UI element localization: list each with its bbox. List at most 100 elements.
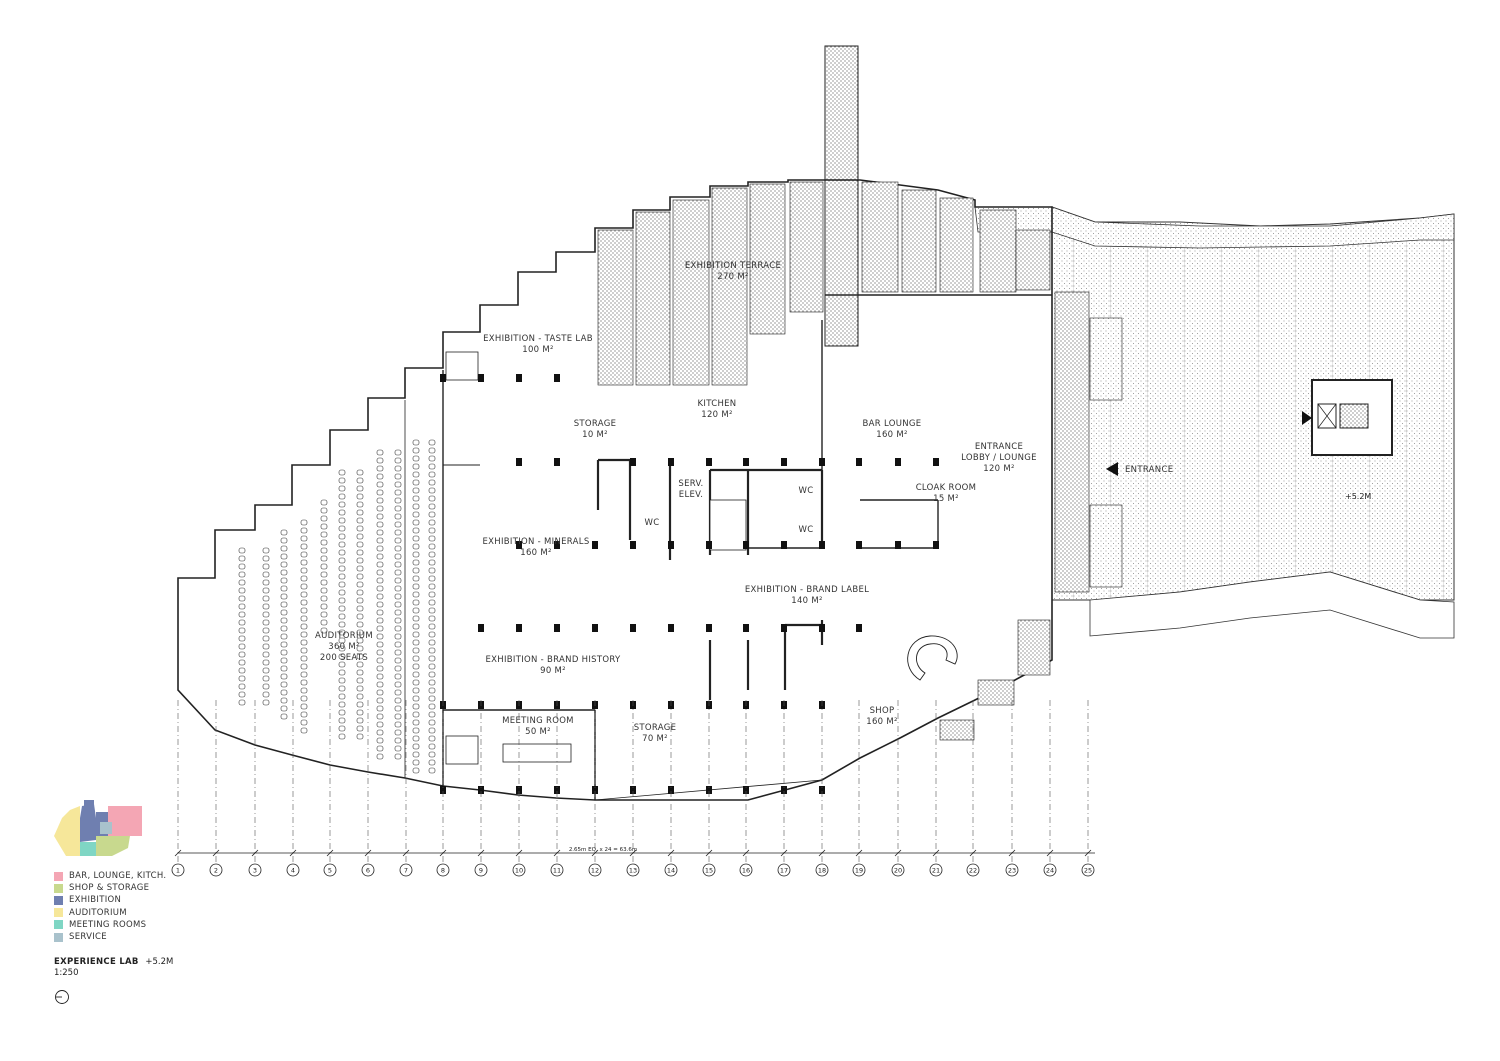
grid-axis-bubble <box>815 863 829 877</box>
auditorium-seat <box>238 683 246 690</box>
entrance-arrow-icon <box>1106 462 1118 476</box>
auditorium-seat <box>412 471 420 478</box>
grid-axis-bubble <box>399 863 413 877</box>
auditorium-seat <box>394 521 402 528</box>
auditorium-seat <box>320 539 328 546</box>
auditorium-seat <box>262 691 270 698</box>
auditorium-seat <box>394 481 402 488</box>
label-entrance-lobby-2: LOBBY / LOUNGE <box>961 453 1037 463</box>
plan-level: +5.2M <box>145 957 174 967</box>
auditorium-seat <box>394 729 402 736</box>
auditorium-seat <box>356 701 364 708</box>
auditorium-seat <box>300 663 308 670</box>
grid-axis-label: 5 <box>328 867 332 875</box>
column <box>668 458 674 466</box>
column <box>516 624 522 632</box>
auditorium-seat <box>238 651 246 658</box>
auditorium-seat <box>320 515 328 522</box>
auditorium-seat <box>394 649 402 656</box>
label-wc-2: WC <box>799 486 814 496</box>
auditorium-seat <box>412 623 420 630</box>
auditorium-seat <box>356 629 364 636</box>
auditorium-seat <box>376 641 384 648</box>
legend-item: BAR, LOUNGE, KITCH. <box>54 870 166 882</box>
legend-swatch <box>54 908 63 918</box>
auditorium-seat <box>320 595 328 602</box>
column <box>819 786 825 794</box>
auditorium-seat <box>338 573 346 580</box>
auditorium-seat <box>394 681 402 688</box>
column <box>478 374 484 382</box>
label-entrance-lobby-1: ENTRANCE <box>975 442 1023 452</box>
auditorium-seat <box>280 585 288 592</box>
auditorium-seat <box>412 631 420 638</box>
auditorium-seat <box>356 517 364 524</box>
auditorium-seat <box>280 577 288 584</box>
column <box>668 624 674 632</box>
auditorium-seat <box>338 605 346 612</box>
column <box>781 624 787 632</box>
auditorium-seat <box>376 609 384 616</box>
auditorium-seat <box>238 611 246 618</box>
area-entrance-lobby: 120 M² <box>983 464 1014 474</box>
auditorium-seat <box>428 439 436 446</box>
auditorium-seat <box>238 635 246 642</box>
auditorium-seat <box>412 607 420 614</box>
column <box>743 458 749 466</box>
auditorium-seat <box>428 559 436 566</box>
grid-axis-bubble <box>550 863 564 877</box>
auditorium-seat <box>376 457 384 464</box>
auditorium-seat <box>338 597 346 604</box>
column <box>743 541 749 549</box>
auditorium-seat <box>356 501 364 508</box>
grid-axis-bubble <box>1005 863 1019 877</box>
auditorium-seat <box>356 549 364 556</box>
auditorium-seat <box>376 753 384 760</box>
auditorium-seat <box>376 649 384 656</box>
auditorium-seat <box>412 735 420 742</box>
auditorium-seat <box>300 711 308 718</box>
auditorium-seat <box>428 711 436 718</box>
grid-axis-label: 3 <box>253 867 257 875</box>
auditorium-seat <box>338 565 346 572</box>
auditorium-seat <box>300 615 308 622</box>
column <box>516 458 522 466</box>
auditorium-seat <box>338 629 346 636</box>
auditorium-seat <box>356 685 364 692</box>
auditorium-seat <box>356 597 364 604</box>
column <box>592 624 598 632</box>
auditorium-seat <box>356 533 364 540</box>
auditorium-seat <box>262 627 270 634</box>
auditorium-seat <box>428 719 436 726</box>
auditorium-seat <box>412 639 420 646</box>
grid-axis-bubble <box>171 863 185 877</box>
auditorium-seat <box>428 727 436 734</box>
auditorium-seat <box>376 617 384 624</box>
auditorium-seat <box>300 727 308 734</box>
column <box>630 786 636 794</box>
column <box>440 374 446 382</box>
auditorium-seat <box>428 511 436 518</box>
auditorium-seat <box>300 631 308 638</box>
column <box>630 458 636 466</box>
auditorium-seat <box>280 673 288 680</box>
auditorium-seat <box>238 675 246 682</box>
auditorium-seat <box>356 477 364 484</box>
area-brand-history: 90 M² <box>540 666 566 676</box>
grid-axis-label: 21 <box>932 867 940 875</box>
grid-axis-label: 9 <box>479 867 483 875</box>
auditorium-seat <box>412 727 420 734</box>
auditorium-seat <box>376 601 384 608</box>
auditorium-seat <box>338 637 346 644</box>
grid-axis-label: 17 <box>780 867 788 875</box>
auditorium-seat <box>428 631 436 638</box>
area-shop: 160 M² <box>866 717 897 727</box>
auditorium-seat <box>338 645 346 652</box>
auditorium-seat <box>394 449 402 456</box>
grid-axis-label: 11 <box>553 867 561 875</box>
auditorium-seat <box>412 647 420 654</box>
auditorium-seat <box>300 647 308 654</box>
building-outline <box>177 179 1053 801</box>
auditorium-seat <box>356 605 364 612</box>
auditorium-seat <box>428 591 436 598</box>
